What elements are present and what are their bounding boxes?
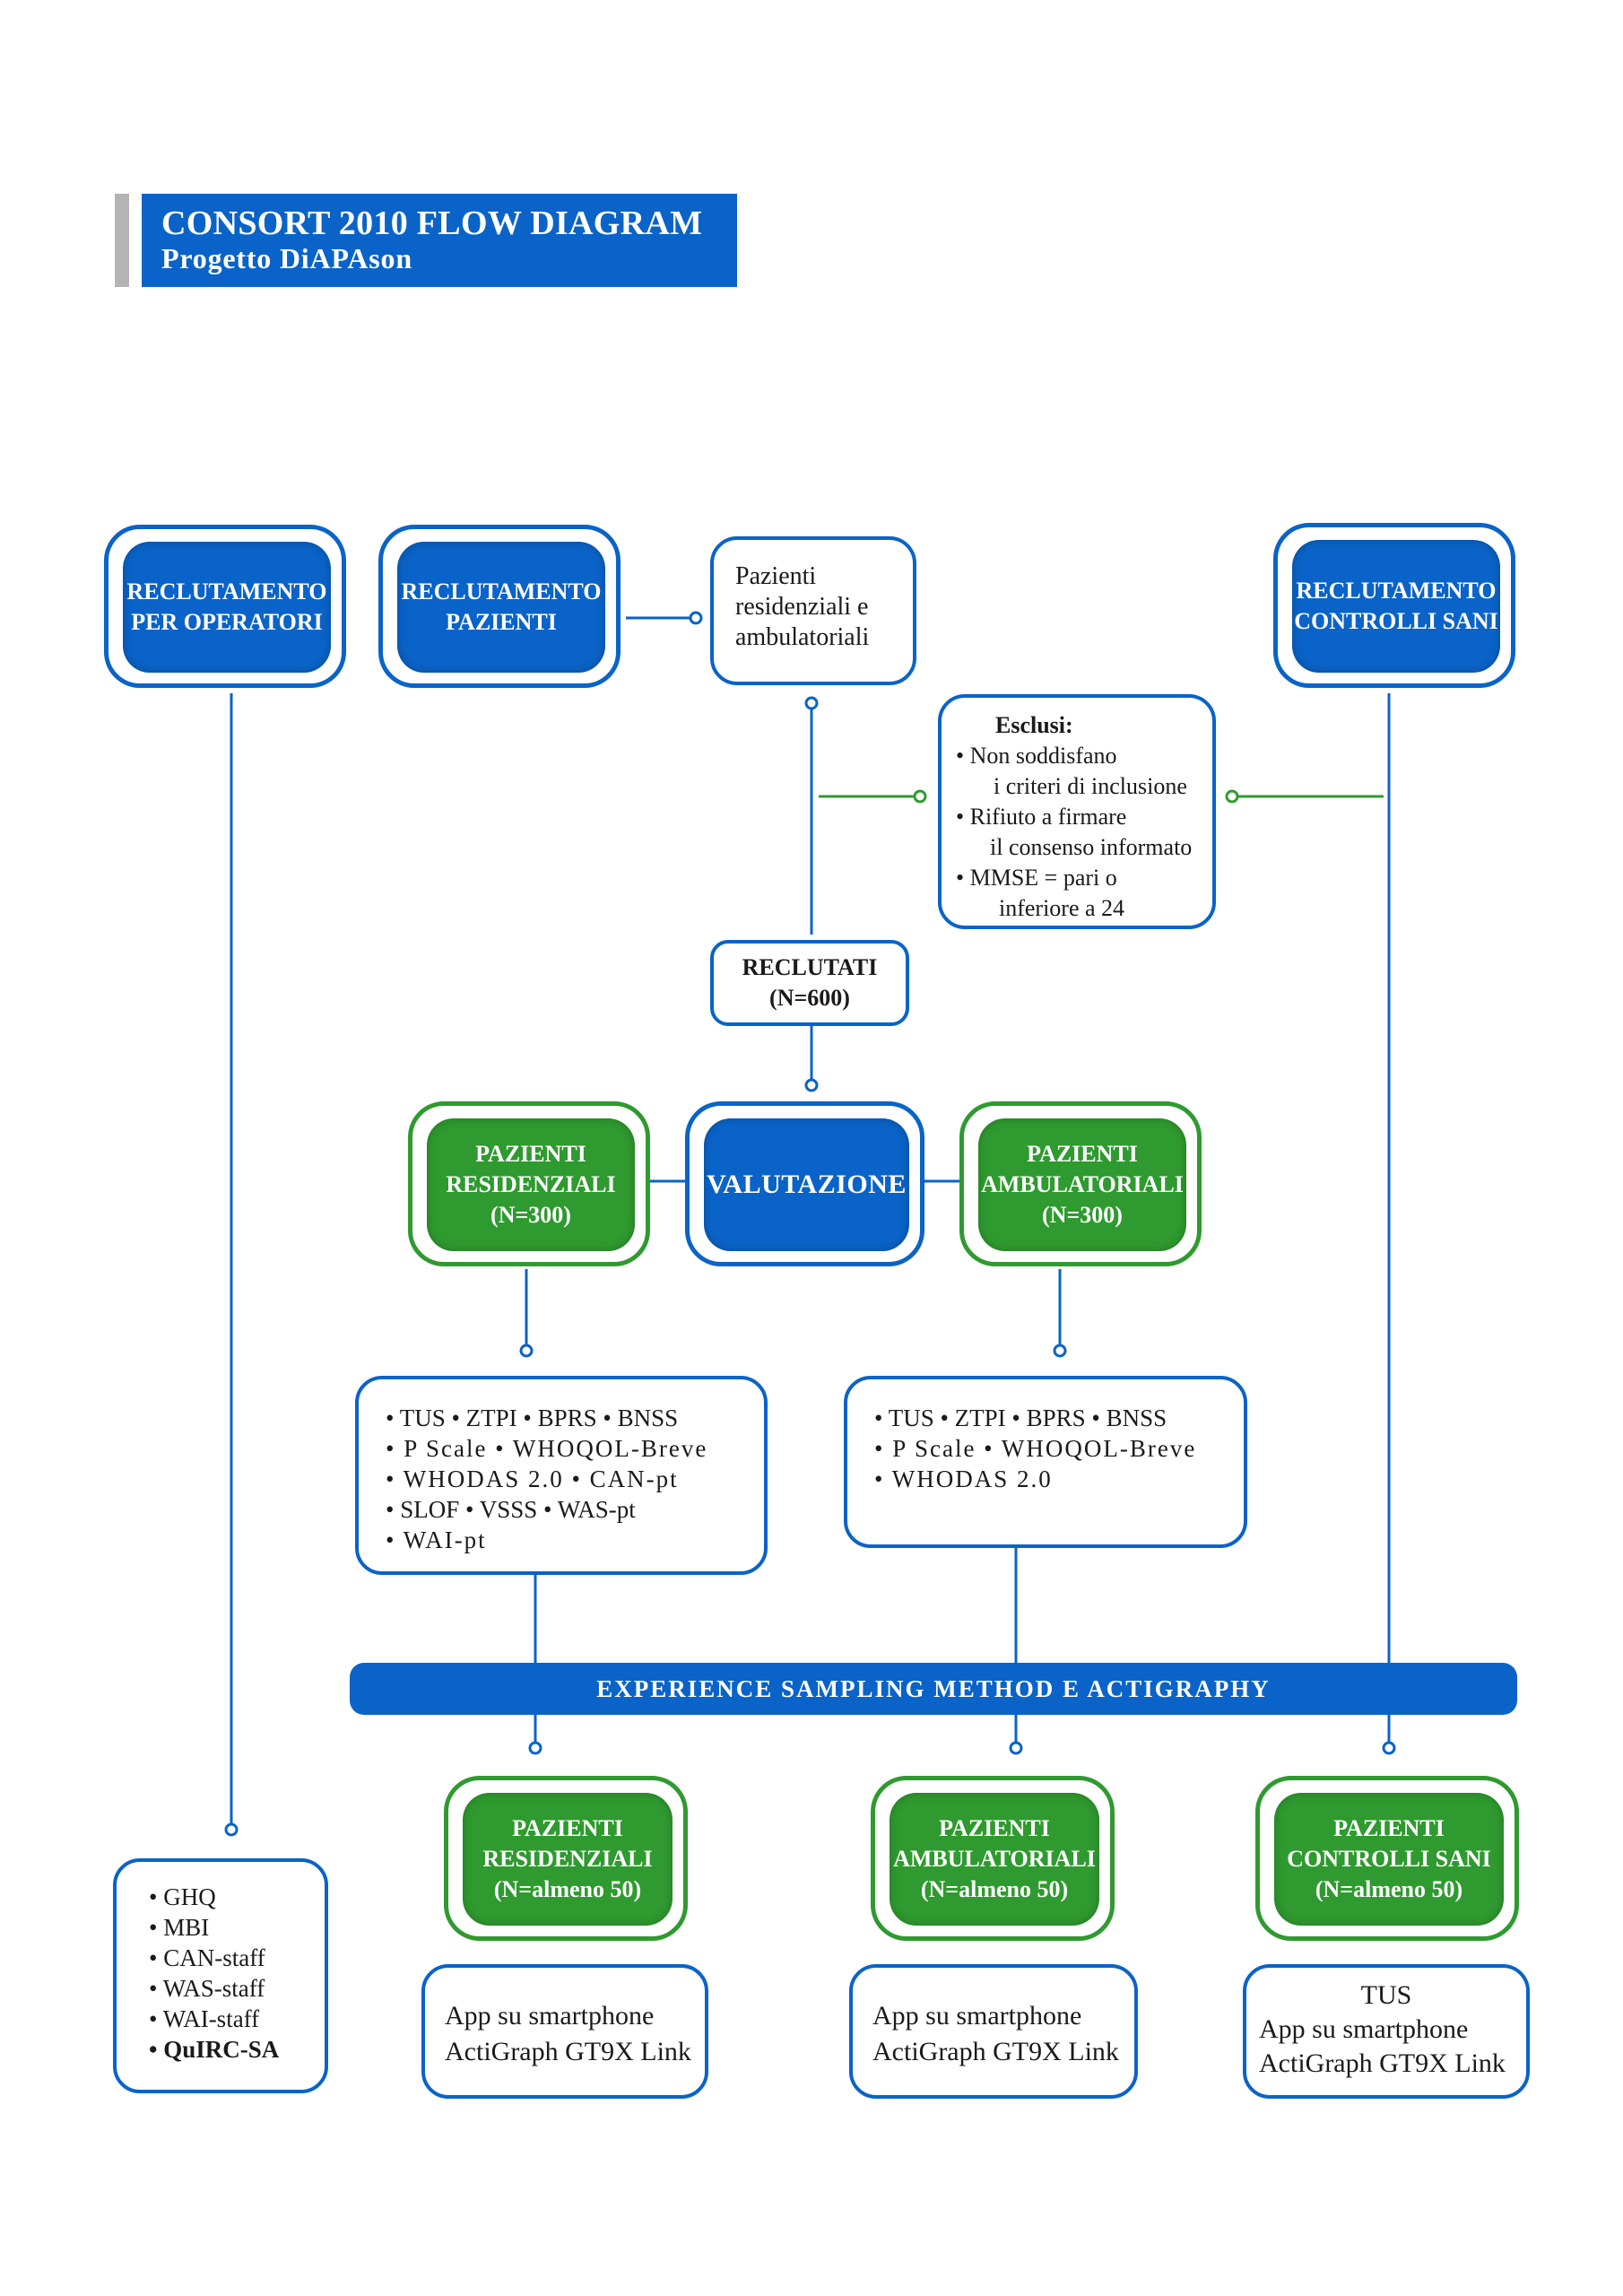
group-count: (N=300) xyxy=(1042,1202,1123,1228)
instrument-line: • P Scale • WHOQOL-Breve xyxy=(386,1435,708,1462)
group-name-line: AMBULATORIALI xyxy=(893,1846,1096,1872)
group-name-line: CONTROLLI SANI xyxy=(1287,1846,1491,1872)
operator-instrument: • MBI xyxy=(149,1914,210,1941)
recruitment-patients-box: RECLUTAMENTO PAZIENTI xyxy=(378,525,621,688)
group-count: (N=almeno 50) xyxy=(493,1876,642,1902)
group-name-line: PAZIENTI xyxy=(1333,1815,1445,1841)
operator-instruments-box: • GHQ • MBI • CAN-staff • WAS-staff • WA… xyxy=(113,1858,328,2093)
excluded-item: • Rifiuto a firmare xyxy=(956,804,1127,830)
recruited-box: RECLUTATI (N=600) xyxy=(710,940,909,1026)
device-line: App su smartphone xyxy=(445,2001,655,2031)
assessment-residential-label: PAZIENTI RESIDENZIALI (N=300) xyxy=(427,1118,635,1251)
recruitment-operators-label: RECLUTAMENTO PER OPERATORI xyxy=(123,542,331,673)
assessment-center-box: VALUTAZIONE xyxy=(685,1101,924,1266)
instrument-line: • WHODAS 2.0 xyxy=(874,1465,1053,1492)
device-line: App su smartphone xyxy=(872,2001,1082,2031)
group-name-line: RESIDENZIALI xyxy=(446,1171,616,1197)
operator-instruments-list: • GHQ • MBI • CAN-staff • WAS-staff • WA… xyxy=(149,1882,325,2065)
device-line: App su smartphone xyxy=(1259,2014,1469,2044)
instrument-line: • SLOF • VSSS • WAS-pt xyxy=(386,1496,636,1523)
excluded-item: • Non soddisfano xyxy=(956,743,1117,769)
page-subtitle: Progetto DiAPAson xyxy=(161,242,412,274)
esm-controls-label: PAZIENTI CONTROLLI SANI (N=almeno 50) xyxy=(1274,1793,1504,1926)
excluded-item: il consenso informato xyxy=(990,834,1193,860)
device-line: ActiGraph GT9X Link xyxy=(872,2037,1119,2066)
instruments-outpatient-box: • TUS • ZTPI • BPRS • BNSS • P Scale • W… xyxy=(844,1376,1247,1548)
group-name-line: AMBULATORIALI xyxy=(981,1171,1184,1197)
device-line: ActiGraph GT9X Link xyxy=(445,2037,691,2066)
recruited-label: RECLUTATI xyxy=(742,954,878,980)
esm-residential-box: PAZIENTI RESIDENZIALI (N=almeno 50) xyxy=(444,1776,688,1941)
operator-instrument: • WAI-staff xyxy=(149,2005,260,2032)
recruitment-patients-label: RECLUTAMENTO PAZIENTI xyxy=(397,542,605,673)
instruments-residential-box: • TUS • ZTPI • BPRS • BNSS • P Scale • W… xyxy=(355,1376,768,1575)
instruments-residential-list: • TUS • ZTPI • BPRS • BNSS • P Scale • W… xyxy=(386,1403,764,1555)
group-name-line: PAZIENTI xyxy=(475,1141,586,1167)
assessment-center-label: VALUTAZIONE xyxy=(704,1118,909,1251)
device-line: TUS xyxy=(1360,1980,1412,2010)
group-count: (N=almeno 50) xyxy=(920,1876,1069,1902)
operator-instrument: • WAS-staff xyxy=(149,1975,265,2002)
group-count: (N=300) xyxy=(490,1202,571,1228)
assessment-outpatient-box: PAZIENTI AMBULATORIALI (N=300) xyxy=(959,1101,1202,1266)
excluded-item: inferiore a 24 xyxy=(999,895,1125,921)
instruments-outpatient-list: • TUS • ZTPI • BPRS • BNSS • P Scale • W… xyxy=(874,1403,1244,1494)
title-accent-bar xyxy=(115,194,129,287)
esm-residential-label: PAZIENTI RESIDENZIALI (N=almeno 50) xyxy=(463,1793,673,1926)
esm-controls-box: PAZIENTI CONTROLLI SANI (N=almeno 50) xyxy=(1255,1776,1519,1941)
patient-types-box: Pazienti residenziali e ambulatoriali xyxy=(710,536,916,685)
instrument-line: • WAI-pt xyxy=(386,1526,487,1553)
instrument-line: • TUS • ZTPI • BPRS • BNSS xyxy=(386,1405,679,1431)
operator-instrument: • CAN-staff xyxy=(149,1944,265,1971)
instrument-line: • WHODAS 2.0 • CAN-pt xyxy=(386,1465,679,1492)
instrument-line: • P Scale • WHOQOL-Breve xyxy=(874,1435,1197,1462)
assessment-outpatient-label: PAZIENTI AMBULATORIALI (N=300) xyxy=(978,1118,1186,1251)
patient-types-text: Pazienti residenziali e ambulatoriali xyxy=(735,562,870,651)
devices-residential-box: App su smartphone ActiGraph GT9X Link xyxy=(421,1964,708,2099)
operator-instrument: • QuIRC-SA xyxy=(149,2036,280,2063)
page-title: CONSORT 2010 FLOW DIAGRAM xyxy=(161,204,703,242)
group-name-line: PAZIENTI xyxy=(512,1815,623,1841)
instrument-line: • TUS • ZTPI • BPRS • BNSS xyxy=(874,1405,1167,1431)
devices-controls-box: TUS App su smartphone ActiGraph GT9X Lin… xyxy=(1243,1964,1530,2099)
title-banner: CONSORT 2010 FLOW DIAGRAM Progetto DiAPA… xyxy=(142,194,737,287)
devices-outpatient-box: App su smartphone ActiGraph GT9X Link xyxy=(849,1964,1138,2099)
group-name-line: PAZIENTI xyxy=(1027,1141,1138,1167)
excluded-title: Esclusi: xyxy=(995,712,1073,738)
recruitment-operators-box: RECLUTAMENTO PER OPERATORI xyxy=(104,525,346,688)
operator-instrument: • GHQ xyxy=(149,1883,216,1910)
group-name-line: RESIDENZIALI xyxy=(482,1846,653,1872)
recruitment-controls-label: RECLUTAMENTO CONTROLLI SANI xyxy=(1292,540,1500,673)
recruited-count: (N=600) xyxy=(769,985,850,1011)
esm-outpatient-label: PAZIENTI AMBULATORIALI (N=almeno 50) xyxy=(890,1793,1099,1926)
excluded-box: Esclusi: • Non soddisfano i criteri di i… xyxy=(938,694,1216,929)
excluded-item: i criteri di inclusione xyxy=(994,773,1187,799)
assessment-residential-box: PAZIENTI RESIDENZIALI (N=300) xyxy=(408,1101,650,1266)
group-name-line: PAZIENTI xyxy=(939,1815,1050,1841)
device-line: ActiGraph GT9X Link xyxy=(1259,2048,1506,2078)
esm-outpatient-box: PAZIENTI AMBULATORIALI (N=almeno 50) xyxy=(871,1776,1115,1941)
excluded-item: • MMSE = pari o xyxy=(956,865,1117,891)
recruitment-controls-box: RECLUTAMENTO CONTROLLI SANI xyxy=(1273,523,1515,688)
group-count: (N=almeno 50) xyxy=(1315,1876,1463,1902)
esm-actigraphy-bar: EXPERIENCE SAMPLING METHOD E ACTIGRAPHY xyxy=(350,1663,1517,1715)
